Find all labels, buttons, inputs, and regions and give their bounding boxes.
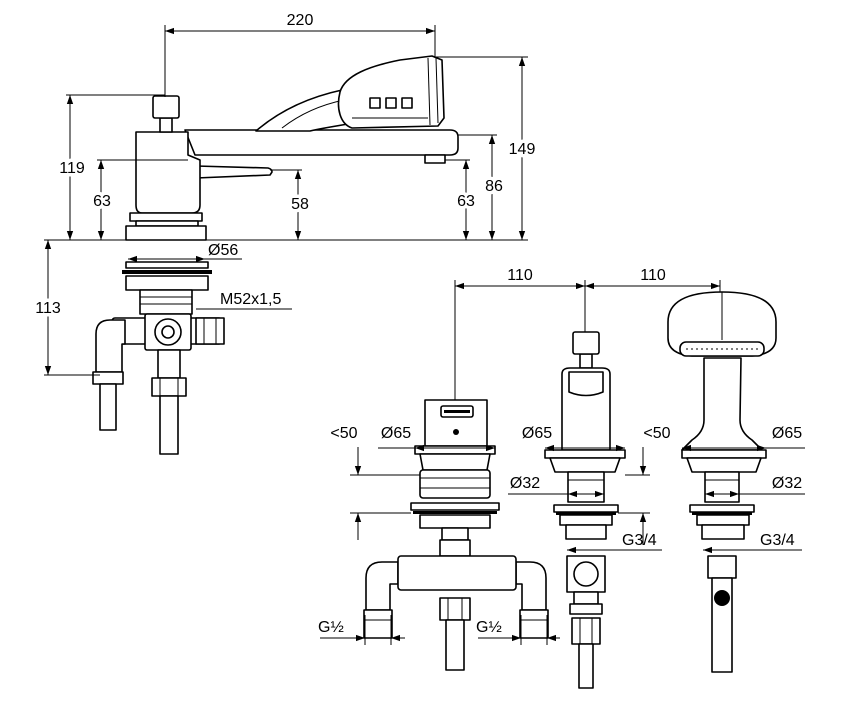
hand-shower-head (337, 55, 445, 129)
dim-label-113: 113 (35, 300, 61, 317)
dim-label-63-right: 63 (457, 193, 475, 210)
dim-label-valve-32: Ø32 (510, 475, 540, 492)
center-hose (159, 395, 179, 455)
center-stub (157, 349, 181, 379)
spout-lever (195, 165, 273, 179)
dim-label-110-left: 110 (507, 267, 533, 284)
valve-port-inner (161, 325, 175, 339)
side-view: 220 149 119 63 58 63 86 Ø56 113 M52x1,5 (32, 12, 539, 455)
diverter-slot-inner (444, 410, 470, 413)
dim-label-inlet-left: G½ (318, 619, 344, 636)
hand-shower-handle (255, 89, 349, 132)
dim-label-110-right: 110 (640, 267, 666, 284)
holder-shank (704, 471, 740, 503)
dim-label-valve-65: Ø65 (522, 425, 552, 442)
threaded-shank (139, 289, 193, 315)
valve-lever-window (568, 371, 604, 397)
valve-shank (567, 471, 605, 503)
valve-unit: Ø65 <50 Ø32 G3/4 (508, 331, 671, 689)
dim-label-119: 119 (59, 160, 85, 177)
center-hose (445, 619, 465, 671)
stub (573, 591, 599, 605)
knob-stem (579, 353, 593, 369)
fixing-nut (419, 514, 491, 529)
valve-flange (544, 449, 626, 459)
spout-outlet (424, 154, 446, 164)
installation-view: 110 110 (318, 267, 805, 689)
gasket (556, 512, 616, 515)
fixing-nut (559, 514, 613, 526)
valve-collar (549, 457, 621, 473)
gasket (413, 511, 497, 514)
dim-label-63-left: 63 (93, 193, 111, 210)
dim-label-shower-32: Ø32 (772, 475, 802, 492)
hand-shower-button (385, 97, 397, 109)
body-flange (129, 212, 203, 222)
hand-shower-handle-edge (281, 99, 345, 129)
diverter-shank (419, 469, 491, 499)
dim-label-diverter-50: <50 (330, 425, 357, 442)
thread-label: M52x1,5 (220, 291, 281, 308)
dim-label-56: Ø56 (208, 242, 238, 259)
knob (572, 331, 600, 355)
diverter-unit: Ø65 <50 G½ G½ (318, 399, 560, 671)
left-elbow (365, 561, 399, 611)
left-hose-nut (92, 371, 124, 385)
gasket (122, 270, 212, 274)
stem (441, 527, 469, 541)
washer (553, 504, 619, 513)
dim-label-58: 58 (291, 196, 309, 213)
deck-rosette (125, 225, 207, 241)
t-connector-top (439, 539, 471, 557)
holder-flange (681, 449, 767, 459)
hose-guide (707, 555, 737, 579)
washer (689, 504, 755, 513)
fixing-nut (125, 275, 209, 291)
dim-label-shower-thread: G3/4 (760, 532, 795, 549)
right-elbow (515, 561, 547, 611)
dim-label-220: 220 (287, 12, 314, 29)
right-inlet (519, 609, 549, 639)
dim-label-86: 86 (485, 178, 503, 195)
diverter-dot (453, 429, 459, 435)
dim-label-shower-65: Ø65 (772, 425, 802, 442)
hex-fitting (195, 317, 225, 345)
dim-label-inlet-right: G½ (476, 619, 502, 636)
hose-weight (714, 590, 730, 606)
left-hose (99, 383, 117, 431)
threaded-end (701, 524, 745, 540)
center-hose-nut (439, 597, 471, 621)
washer (125, 261, 209, 269)
hand-shower-handle (681, 357, 763, 451)
hose-nut (571, 617, 601, 645)
spout (184, 129, 459, 156)
diverter-flange (414, 445, 496, 455)
dim-label-149: 149 (509, 141, 536, 158)
washer (410, 502, 500, 511)
hose (578, 643, 594, 689)
diverter-collar (419, 453, 491, 471)
t-connector-body (397, 555, 517, 591)
knob-stem (159, 117, 173, 133)
connection-port (573, 561, 599, 587)
hand-shower-face-line (435, 57, 439, 124)
center-hose-nut (151, 377, 187, 397)
holder-collar (686, 457, 762, 473)
hand-shower-face-line (427, 57, 431, 126)
gasket (692, 512, 752, 515)
hand-shower-button (401, 97, 413, 109)
fixing-nut (696, 514, 750, 526)
left-elbow (95, 319, 126, 373)
dim-label-diverter-65: Ø65 (381, 425, 411, 442)
threaded-end (565, 524, 607, 540)
dim-label-valve-50: <50 (643, 425, 670, 442)
hand-shower-button (369, 97, 381, 109)
left-inlet (363, 609, 393, 639)
stub-ring (569, 603, 603, 615)
knob (152, 95, 180, 119)
dim-label-valve-thread: G3/4 (622, 532, 657, 549)
hand-shower-unit: Ø65 Ø32 G3/4 (667, 291, 805, 673)
